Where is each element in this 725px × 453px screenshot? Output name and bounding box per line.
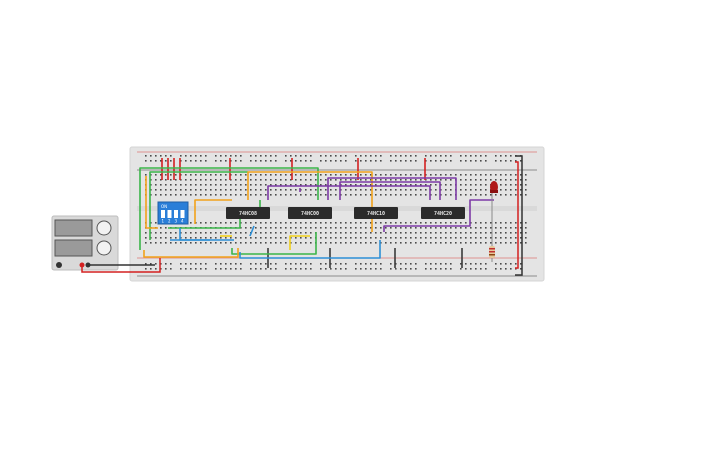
current-knob[interactable] [96,240,112,256]
chip-u4[interactable]: 74HC20 [421,207,465,219]
chip-u3-label: 74HC10 [367,211,385,217]
dip-toggle-label: 4 [181,219,184,224]
power-supply[interactable] [51,215,119,271]
current-display [54,239,93,257]
led[interactable] [490,181,498,244]
breadboard[interactable] [129,146,545,282]
yellow-wires[interactable] [220,235,310,250]
chip-u2[interactable]: 74HC00 [288,207,332,219]
resistor[interactable] [489,244,495,262]
power-rail-jumper[interactable] [515,161,519,269]
dip-toggle-4[interactable] [180,210,185,218]
chip-u2-label: 74HC00 [301,211,319,217]
dip-toggle-2[interactable] [167,210,172,218]
chip-u4-label: 74HC20 [434,211,452,217]
dip-toggle-label: 1 [162,219,165,224]
dip-toggle-3[interactable] [174,210,178,218]
chip-u1[interactable]: 74HC08 [226,207,270,219]
dip-toggle-1[interactable] [161,210,165,218]
voltage-knob[interactable] [96,220,112,236]
blue-wires[interactable] [170,225,381,259]
dip-toggle-label: 3 [175,219,178,224]
positive-lead-wire[interactable] [81,258,161,273]
chip-u1-label: 74HC08 [239,211,257,217]
purple-wires[interactable] [267,177,494,232]
dip-switch-label: ON [161,204,167,209]
voltage-display [54,219,93,237]
ground-rail-jumper[interactable] [515,155,523,276]
dip-toggle-label: 2 [168,219,171,224]
chip-u3[interactable]: 74HC10 [354,207,398,219]
power-switch[interactable] [56,262,62,268]
breadboard-holes [145,155,527,270]
orange-wires[interactable] [143,171,373,258]
red-jumpers[interactable] [161,158,426,180]
